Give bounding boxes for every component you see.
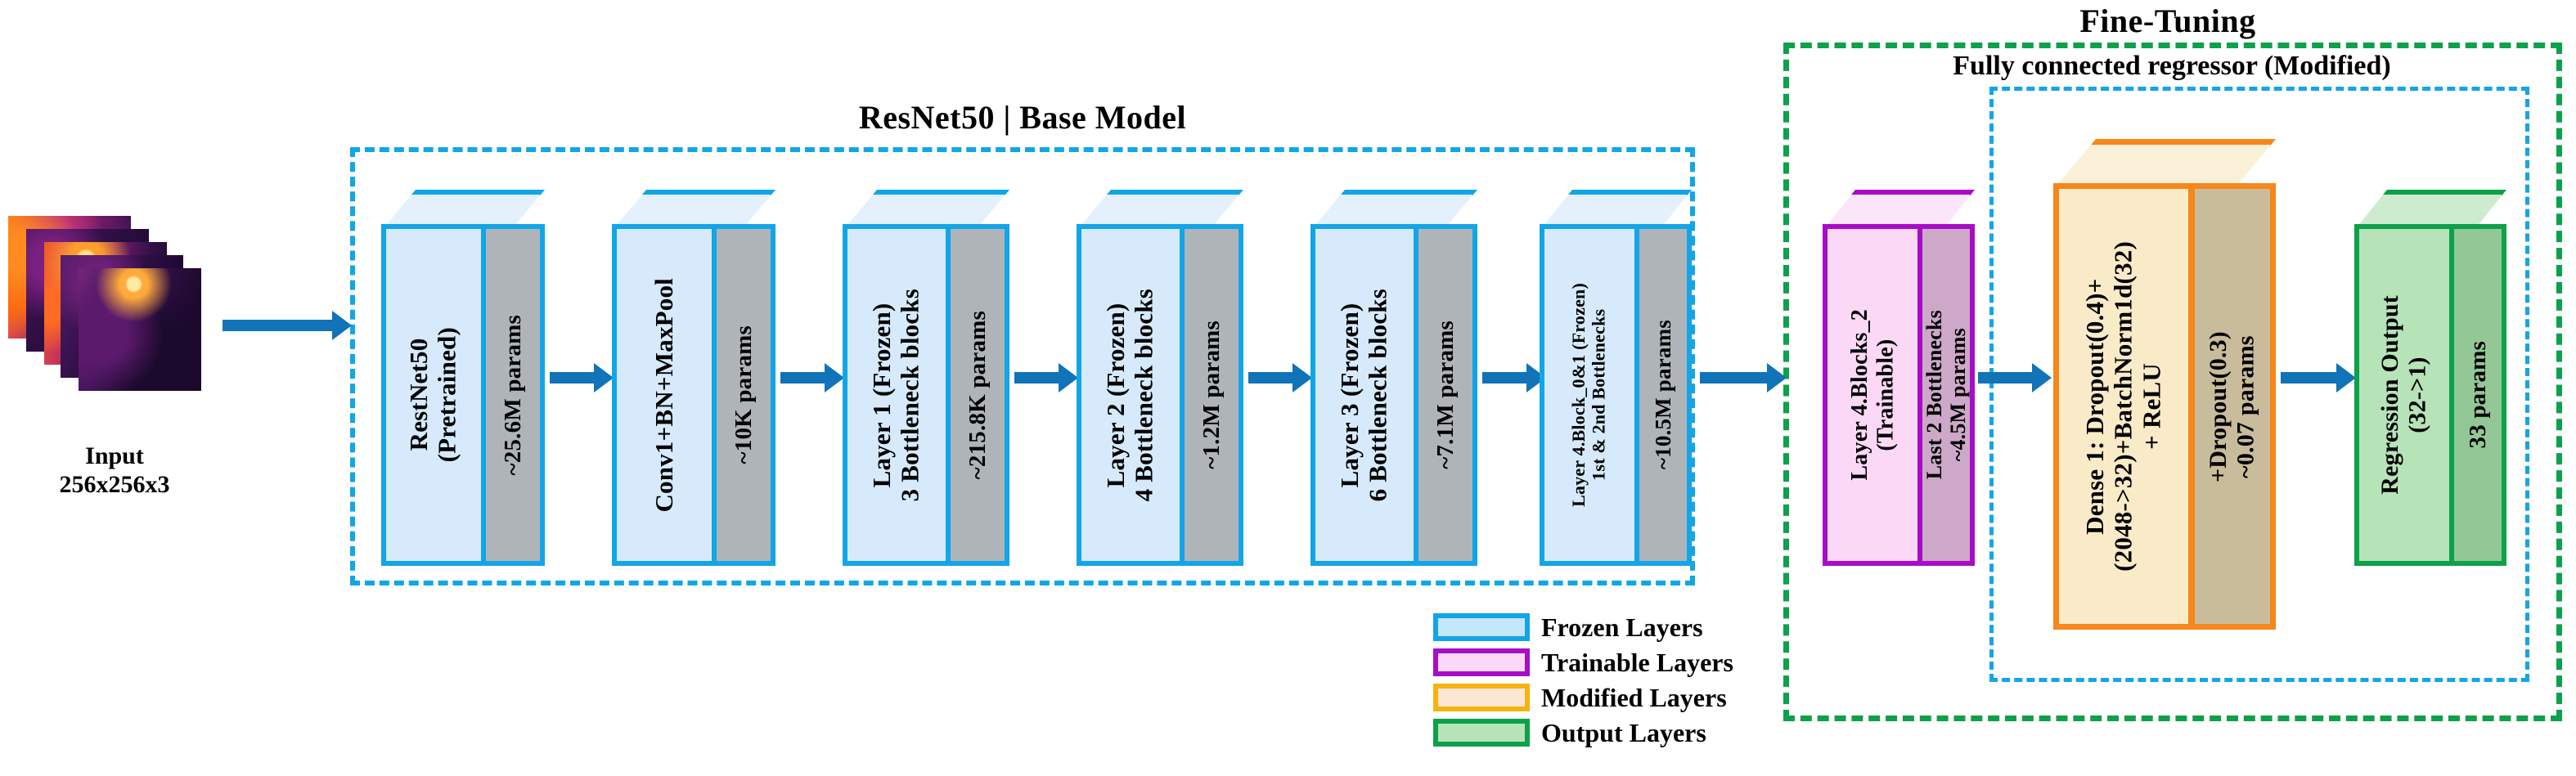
box-side-text: ~10.5M params — [1650, 320, 1675, 470]
legend-item: Trainable Layers — [1433, 647, 1733, 678]
box-front-face: Regression Output (32->1) — [2354, 224, 2454, 566]
input-image-5 — [79, 268, 201, 391]
box-side-face: +Dropout(0.3) ~0.07 params — [2189, 183, 2276, 630]
box-front-face: Layer 2 (Frozen) 4 Bottleneck blocks — [1077, 224, 1185, 566]
legend-swatch-output — [1433, 719, 1530, 747]
box-front-face: Conv1+BN+MaxPool — [612, 224, 717, 566]
box-side-face: 33 params — [2449, 224, 2506, 566]
fcr-inner-frame — [1989, 87, 2529, 682]
box-side-text: ~7.1M params — [1432, 321, 1459, 469]
box-front-text: Layer 4.Blocks_2 (Trainable) — [1846, 309, 1898, 481]
layer-box-regression-output[interactable]: 33 params Regression Output (32->1) — [2354, 190, 2506, 566]
box-side-text: +Dropout(0.3) ~0.07 params — [2205, 330, 2259, 482]
box-top-face — [2053, 139, 2276, 190]
box-front-text: Layer 4.Block_0&1 (Frozen) 1st & 2nd Bot… — [1568, 283, 1609, 507]
box-side-text: ~25.6M params — [499, 314, 526, 476]
layer-box-layer4-block01[interactable]: ~10.5M params Layer 4.Block_0&1 (Frozen)… — [1540, 190, 1692, 566]
legend-label-trainable: Trainable Layers — [1541, 647, 1733, 677]
legend-label-output: Output Layers — [1541, 717, 1706, 747]
box-side-face: ~215.8K params — [946, 224, 1009, 566]
legend-label-modified: Modified Layers — [1541, 682, 1727, 712]
layer-box-layer4-blocks2-trainable[interactable]: Last 2 Bottlenecks ~4.5M params Layer 4.… — [1823, 190, 1975, 566]
box-side-text: ~215.8K params — [964, 310, 991, 480]
box-side-face: ~25.6M params — [481, 224, 545, 566]
box-side-text: Last 2 Bottlenecks ~4.5M params — [1922, 310, 1970, 480]
fully-connected-regressor-title: Fully connected regressor (Modified) — [1953, 51, 2391, 81]
legend-swatch-frozen — [1433, 613, 1530, 641]
box-side-text: 33 params — [2464, 341, 2491, 449]
legend-swatch-modified — [1433, 684, 1530, 711]
box-side-face: ~10.5M params — [1634, 224, 1692, 566]
layer-box-resnet50[interactable]: ~25.6M params RestNet50 (Pretrained) — [381, 190, 545, 566]
layer-box-layer1[interactable]: ~215.8K params Layer 1 (Frozen) 3 Bottle… — [843, 190, 1009, 566]
box-side-text: ~1.2M params — [1198, 321, 1225, 469]
box-front-face: RestNet50 (Pretrained) — [381, 224, 486, 566]
box-front-text: Layer 2 (Frozen) 4 Bottleneck blocks — [1101, 288, 1158, 502]
box-front-text: RestNet50 (Pretrained) — [404, 327, 461, 463]
box-side-face: ~10K params — [712, 224, 775, 566]
box-front-face: Layer 1 (Frozen) 3 Bottleneck blocks — [843, 224, 951, 566]
box-front-text: Layer 3 (Frozen) 6 Bottleneck blocks — [1335, 288, 1392, 502]
box-front-text: Conv1+BN+MaxPool — [649, 277, 678, 513]
box-front-text: Dense 1: Dropout(0.4)+ (2048->32)+BatchN… — [2079, 241, 2166, 572]
box-front-face: Layer 4.Block_0&1 (Frozen) 1st & 2nd Bot… — [1540, 224, 1639, 566]
layer-box-dense1-modified[interactable]: +Dropout(0.3) ~0.07 params Dense 1: Drop… — [2053, 139, 2276, 630]
box-front-text: Layer 1 (Frozen) 3 Bottleneck blocks — [867, 288, 924, 502]
box-side-text: ~10K params — [730, 325, 757, 464]
legend: Frozen Layers Trainable Layers Modified … — [1433, 612, 1733, 752]
input-label: Input 256x256x3 — [59, 442, 170, 499]
legend-item: Modified Layers — [1433, 682, 1733, 713]
box-front-text: Regression Output (32->1) — [2376, 295, 2431, 495]
legend-label-frozen: Frozen Layers — [1541, 612, 1703, 642]
box-front-face: Layer 4.Blocks_2 (Trainable) — [1823, 224, 1922, 566]
legend-item: Frozen Layers — [1433, 612, 1733, 643]
layer-box-conv1-bn-maxpool[interactable]: ~10K params Conv1+BN+MaxPool — [612, 190, 775, 566]
layer-box-layer3[interactable]: ~7.1M params Layer 3 (Frozen) 6 Bottlene… — [1310, 190, 1477, 566]
box-side-face: ~1.2M params — [1180, 224, 1243, 566]
box-side-face: Last 2 Bottlenecks ~4.5M params — [1917, 224, 1975, 566]
box-front-face: Dense 1: Dropout(0.4)+ (2048->32)+BatchN… — [2053, 183, 2194, 630]
fine-tuning-title: Fine-Tuning — [2079, 2, 2256, 39]
resnet-base-model-title: ResNet50 | Base Model — [858, 99, 1187, 136]
input-image-stack — [8, 216, 217, 437]
legend-item: Output Layers — [1433, 717, 1733, 748]
legend-swatch-trainable — [1433, 648, 1530, 676]
layer-box-layer2[interactable]: ~1.2M params Layer 2 (Frozen) 4 Bottlene… — [1077, 190, 1243, 566]
box-side-face: ~7.1M params — [1414, 224, 1477, 566]
base-model-frame — [350, 147, 1695, 585]
box-front-face: Layer 3 (Frozen) 6 Bottleneck blocks — [1310, 224, 1418, 566]
